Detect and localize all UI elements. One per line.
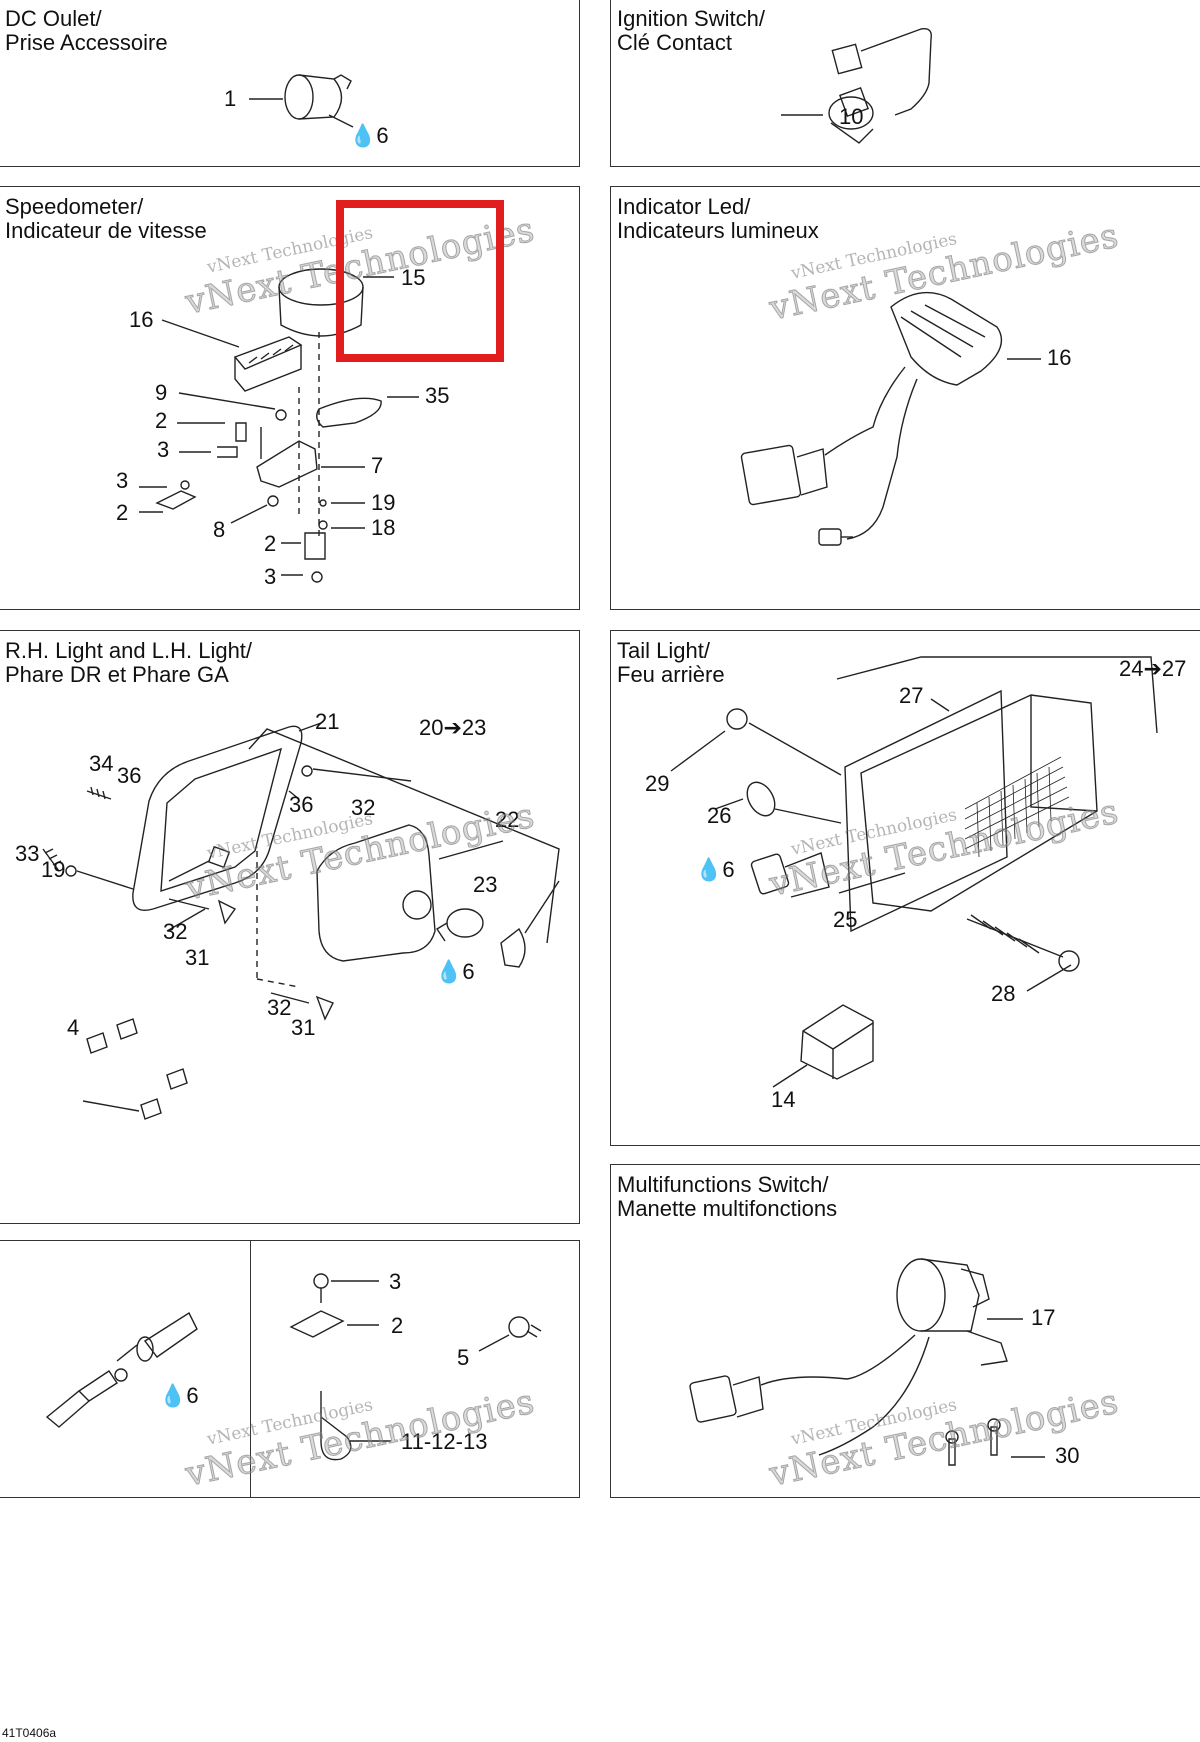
panel-connector: 💧6 <box>0 1240 252 1498</box>
speedometer-drawing <box>0 187 581 611</box>
callout-30: 30 <box>1055 1443 1080 1468</box>
callout-23: 23 <box>473 872 498 897</box>
callout-32: 32 <box>351 795 376 820</box>
callout-20-23: 20➔23 <box>419 715 487 740</box>
panel-indicator-led: Indicator Led/ Indicateurs lumineux 16 <box>610 186 1200 610</box>
callout-22: 22 <box>495 807 520 832</box>
callout-32b: 32 <box>163 919 188 944</box>
panel-ignition: Ignition Switch/ Clé Contact 10 <box>610 0 1200 167</box>
callout-17: 17 <box>1031 1305 1056 1330</box>
callout-29: 29 <box>645 771 670 796</box>
panel-title: Multifunctions Switch/ Manette multifonc… <box>617 1172 838 1221</box>
drop-icon: 💧 <box>349 123 377 148</box>
callout-14: 14 <box>771 1087 796 1112</box>
callout-16: 16 <box>129 307 154 332</box>
callout-6: 💧6 <box>435 959 475 984</box>
hardware-drawing <box>251 1241 581 1499</box>
callout-15: 15 <box>401 265 426 290</box>
panel-multifunction-switch: Multifunctions Switch/ Manette multifonc… <box>610 1164 1200 1498</box>
panel-speedometer: Speedometer/ Indicateur de vitesse <box>0 186 580 610</box>
callout-11-12-13: 11-12-13 <box>401 1429 488 1454</box>
callout-19: 19 <box>41 857 66 882</box>
callout-25: 25 <box>833 907 858 932</box>
ignition-drawing <box>611 0 1200 168</box>
callout-31b: 31 <box>291 1015 316 1040</box>
callout-31: 31 <box>185 945 210 970</box>
callout-2c: 2 <box>264 531 277 556</box>
multifunction-drawing <box>611 1165 1200 1499</box>
callout-9: 9 <box>155 380 168 405</box>
panel-tail-light: Tail Light/ Feu arrière <box>610 630 1200 1146</box>
callout-2: 2 <box>155 408 168 433</box>
dc-outlet-drawing <box>0 0 581 168</box>
panel-title: Ignition Switch/ Clé Contact <box>617 6 765 55</box>
callout-34: 34 <box>89 751 114 776</box>
callout-21: 21 <box>315 709 340 734</box>
callout-10: 10 <box>839 104 864 129</box>
callout-3: 3 <box>389 1269 402 1294</box>
callout-2: 2 <box>391 1313 404 1338</box>
callout-27: 27 <box>899 683 924 708</box>
callout-26: 26 <box>707 803 732 828</box>
callout-24-27: 24➔27 <box>1119 656 1187 681</box>
callout-28: 28 <box>991 981 1016 1006</box>
panel-head-lights: R.H. Light and L.H. Light/ Phare DR et P… <box>0 630 580 1224</box>
callout-32c: 32 <box>267 995 292 1020</box>
callout-19: 19 <box>371 490 396 515</box>
callout-3c: 3 <box>264 564 277 589</box>
callout-5: 5 <box>457 1345 470 1370</box>
drop-icon: 💧 <box>435 959 463 984</box>
panel-title: R.H. Light and L.H. Light/ Phare DR et P… <box>5 638 253 687</box>
panel-title: Tail Light/ Feu arrière <box>617 638 725 687</box>
panel-title: DC Oulet/ Prise Accessoire <box>5 6 168 55</box>
connector-drawing <box>0 1241 253 1499</box>
panel-dc-outlet: DC Oulet/ Prise Accessoire 1 💧6 <box>0 0 580 167</box>
callout-36b: 36 <box>289 792 314 817</box>
head-lights-drawing <box>0 631 581 1225</box>
callout-1: 1 <box>224 86 237 111</box>
callout-4: 4 <box>67 1015 80 1040</box>
callout-36: 36 <box>117 763 142 788</box>
callout-6: 💧6 <box>349 123 389 148</box>
panel-title: Speedometer/ Indicateur de vitesse <box>5 194 207 243</box>
callout-16: 16 <box>1047 345 1072 370</box>
callout-8: 8 <box>213 517 226 542</box>
panel-hardware: 3 2 5 11-12-13 <box>250 1240 580 1498</box>
tail-light-drawing <box>611 631 1200 1147</box>
drawing-code: 41T0406a <box>2 1726 57 1740</box>
drop-icon: 💧 <box>159 1383 187 1408</box>
callout-3: 3 <box>157 437 170 462</box>
callout-7: 7 <box>371 453 384 478</box>
callout-2b: 2 <box>116 500 129 525</box>
callout-6: 💧6 <box>159 1383 199 1408</box>
callout-33: 33 <box>15 841 40 866</box>
callout-35: 35 <box>425 383 450 408</box>
highlight-box <box>336 200 504 362</box>
callout-3b: 3 <box>116 468 129 493</box>
panel-title: Indicator Led/ Indicateurs lumineux <box>617 194 819 243</box>
drop-icon: 💧 <box>695 857 723 882</box>
callout-18: 18 <box>371 515 396 540</box>
callout-6: 💧6 <box>695 857 735 882</box>
indicator-led-drawing <box>611 187 1200 611</box>
